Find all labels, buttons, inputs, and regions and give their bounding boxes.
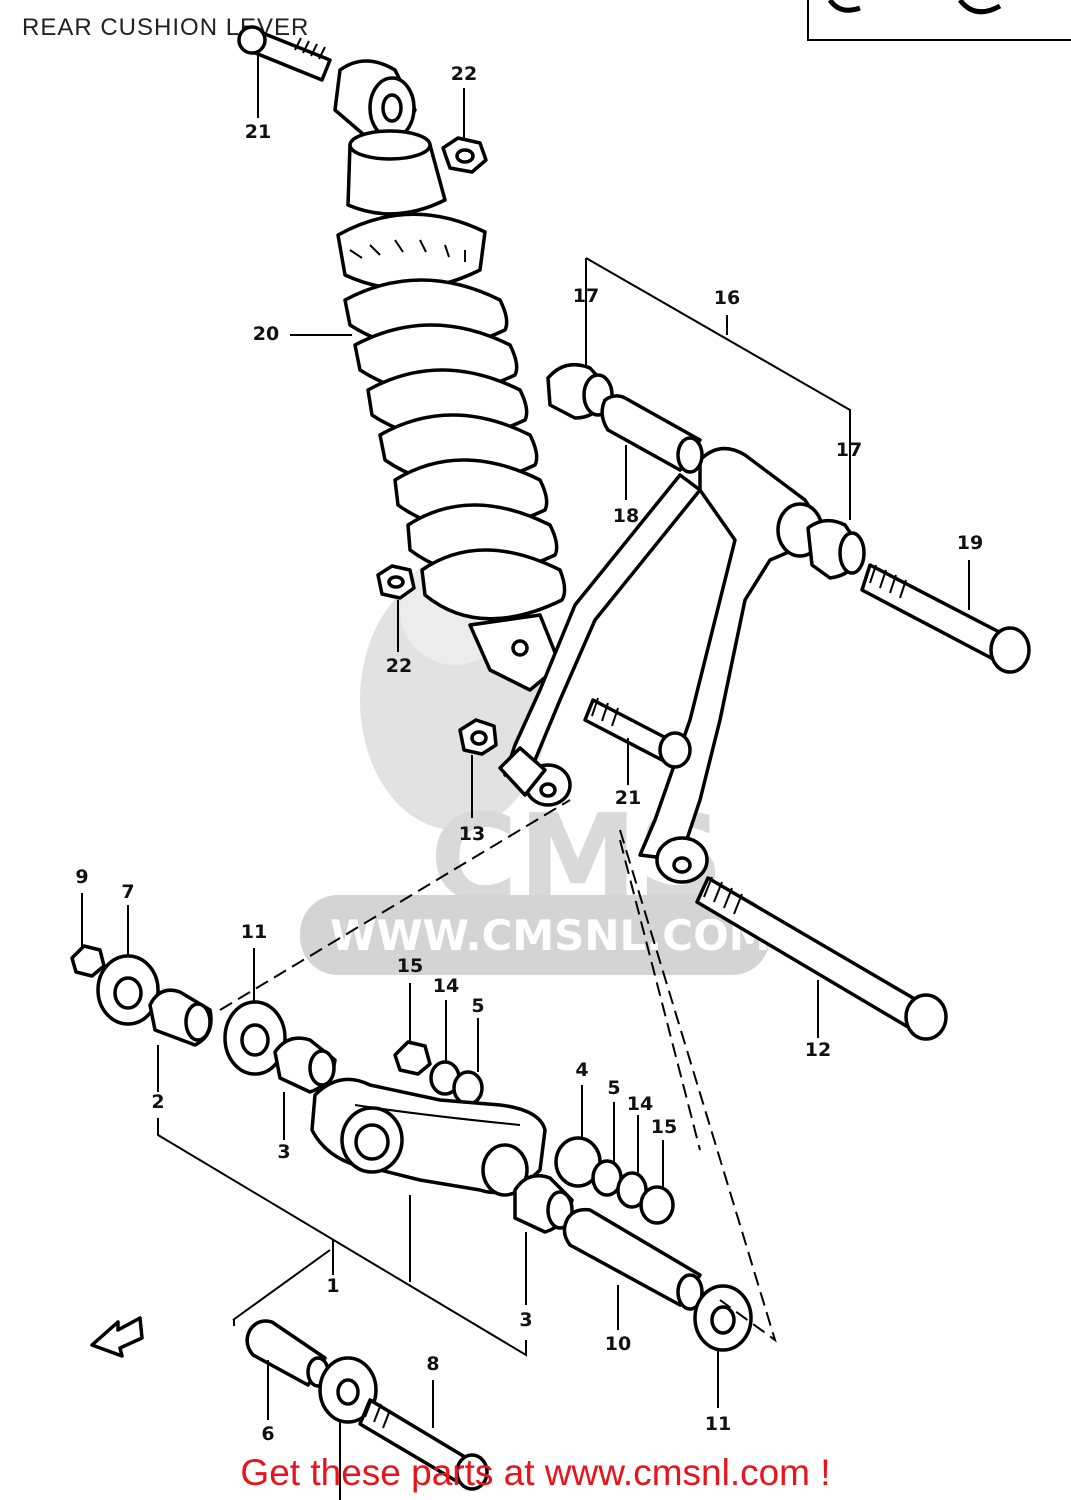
bearing-17-lower [806,518,866,580]
callout-7: 7 [121,881,134,903]
callout-15: 15 [651,1116,677,1138]
callout-6: 6 [261,1423,274,1445]
callout-20: 20 [253,323,279,345]
callout-15: 15 [397,955,423,977]
nut-15-upper [393,1040,432,1076]
callout-14: 14 [627,1093,653,1115]
callout-19: 19 [957,532,983,554]
callout-22: 22 [451,63,477,85]
callout-17: 17 [573,285,599,307]
cushion-lever-1 [310,1077,547,1197]
callout-11: 11 [241,921,267,943]
bearing-2 [148,988,213,1047]
washer-11-lower [693,1284,753,1352]
callout-17: 17 [836,439,862,461]
callout-8: 8 [426,1353,439,1375]
front-arrow-icon [90,1316,144,1358]
shock-absorber [237,25,567,692]
callout-5: 5 [607,1077,620,1099]
spacer-10 [562,1207,704,1311]
seal-7 [96,954,160,1026]
spacer-6 [245,1319,330,1388]
callout-18: 18 [613,505,639,527]
nut-9 [70,944,106,978]
nut-13 [458,718,498,756]
nut-15-lower [639,1185,675,1225]
nut-22-upper [441,136,488,174]
callout-1: 1 [326,1275,339,1297]
callout-2: 2 [151,1091,164,1113]
callout-4: 4 [575,1059,588,1081]
callout-3: 3 [519,1309,532,1331]
callout-3: 3 [277,1141,290,1163]
washer-11-upper [223,1000,287,1076]
callout-11: 11 [705,1413,731,1435]
bolt-12 [695,876,948,1041]
nut-22-lower [376,564,416,600]
leader-lines [81,52,970,1500]
spacer-18 [600,394,704,474]
callout-14: 14 [433,975,459,997]
callout-9: 9 [75,866,88,888]
bearing-3-upper [273,1036,337,1094]
callout-16: 16 [714,287,740,309]
callout-13: 13 [459,823,485,845]
bearing-3-lower [513,1174,574,1234]
callout-12: 12 [805,1039,831,1061]
collar-5-upper [452,1070,484,1106]
bolt-8 [358,1398,489,1491]
footer-link-text[interactable]: Get these parts at www.cmsnl.com ! [240,1452,831,1493]
washer-7-lower [318,1356,378,1424]
bolt-19 [860,563,1031,674]
callout-5: 5 [471,995,484,1017]
callout-21: 21 [245,121,271,143]
bearing-17-upper [546,362,614,420]
spring-coils [343,278,567,621]
callout-21: 21 [615,787,641,809]
bolt-21-middle [583,697,692,769]
callout-22: 22 [386,655,412,677]
callout-10: 10 [605,1333,631,1355]
watermark-url: WWW.CMSNL.COM [330,911,771,960]
